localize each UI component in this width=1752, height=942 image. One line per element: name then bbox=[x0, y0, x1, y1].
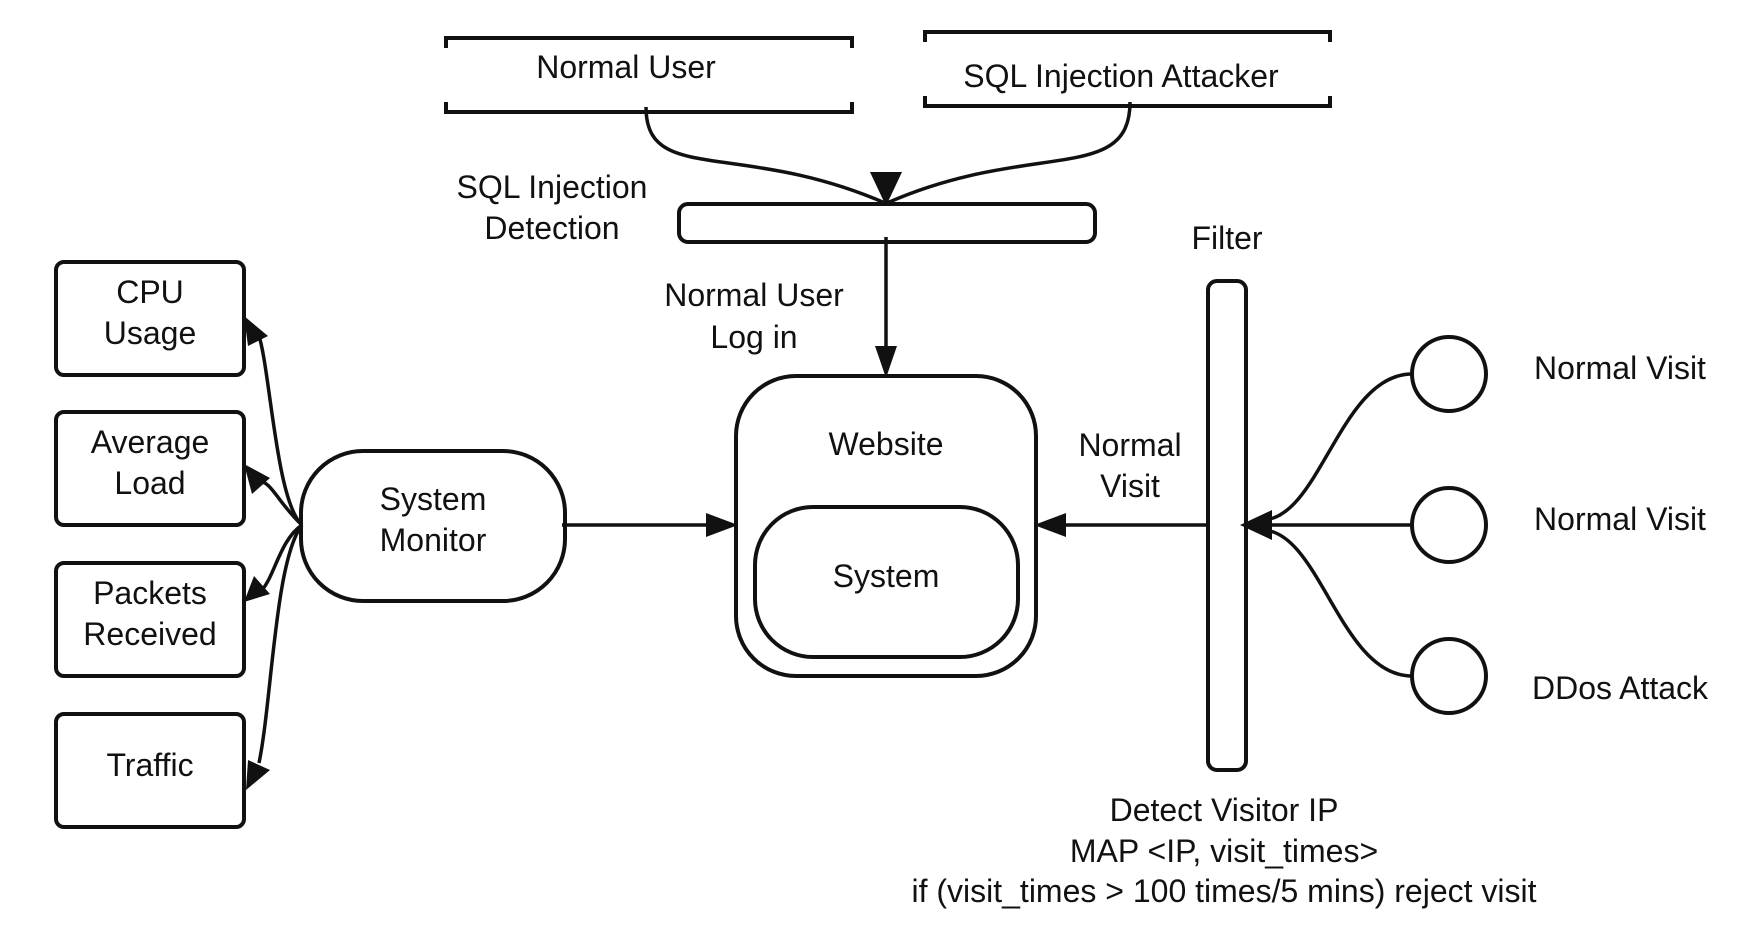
website-label: Website bbox=[828, 426, 943, 462]
traffic-label: Traffic bbox=[106, 747, 193, 783]
detection-arrowhead bbox=[870, 172, 902, 206]
packets-received-box bbox=[54, 561, 246, 678]
load-connector bbox=[259, 480, 304, 527]
login-label-2: Log in bbox=[710, 319, 797, 355]
normal-user-label: Normal User bbox=[536, 49, 716, 85]
system-label: System bbox=[833, 558, 940, 594]
average-load-label-2: Load bbox=[114, 465, 185, 501]
system-box bbox=[753, 505, 1020, 659]
traffic-connector bbox=[257, 523, 304, 764]
login-arrowhead bbox=[875, 346, 897, 378]
visitor-label-3: DDos Attack bbox=[1532, 670, 1709, 706]
normal-user-box bbox=[444, 36, 854, 114]
visitor-node-2 bbox=[1410, 486, 1488, 564]
traffic-arrowhead bbox=[246, 760, 270, 790]
visitor-node-3 bbox=[1410, 637, 1488, 715]
cpu-connector bbox=[255, 329, 304, 527]
cpu-usage-label-2: Usage bbox=[104, 315, 197, 351]
monitor-arrowhead bbox=[706, 513, 738, 537]
packets-arrowhead bbox=[244, 576, 270, 602]
normal-visit-arrowhead bbox=[1034, 513, 1066, 537]
visitor-3-connector bbox=[1261, 528, 1413, 678]
packets-received-label-2: Received bbox=[83, 616, 216, 652]
filter-note-1: Detect Visitor IP bbox=[1110, 792, 1339, 828]
packets-received-label: Packets bbox=[93, 575, 207, 611]
sql-attacker-box bbox=[923, 30, 1332, 108]
visitor-node-1 bbox=[1410, 335, 1488, 413]
system-monitor-label: System bbox=[380, 481, 487, 517]
cpu-usage-label: CPU bbox=[116, 274, 184, 310]
load-arrowhead bbox=[244, 464, 270, 494]
normal-user-connector bbox=[644, 106, 886, 205]
filter-note-3: if (visit_times > 100 times/5 mins) reje… bbox=[911, 873, 1536, 909]
average-load-label: Average bbox=[91, 424, 210, 460]
visitor-label-2: Normal Visit bbox=[1534, 501, 1706, 537]
system-monitor-label-2: Monitor bbox=[380, 522, 487, 558]
filter-bar bbox=[1206, 279, 1248, 772]
visitor-1-connector bbox=[1261, 372, 1413, 522]
filter-arrowhead bbox=[1240, 510, 1272, 540]
normal-visit-label: Normal bbox=[1078, 427, 1181, 463]
attacker-connector bbox=[886, 101, 1132, 205]
sql-detection-label: SQL Injection bbox=[457, 169, 648, 205]
sql-detection-bar bbox=[677, 202, 1097, 244]
normal-visit-label-2: Visit bbox=[1100, 468, 1160, 504]
packets-connector bbox=[260, 523, 304, 592]
traffic-box bbox=[54, 712, 246, 829]
cpu-usage-box bbox=[54, 260, 246, 377]
website-box bbox=[734, 374, 1038, 678]
average-load-box bbox=[54, 410, 246, 527]
cpu-arrowhead bbox=[244, 316, 268, 346]
sql-attacker-label: SQL Injection Attacker bbox=[963, 58, 1279, 94]
filter-note-2: MAP <IP, visit_times> bbox=[1070, 833, 1378, 869]
filter-label: Filter bbox=[1191, 220, 1262, 256]
sql-detection-label-2: Detection bbox=[484, 210, 619, 246]
visitor-label-1: Normal Visit bbox=[1534, 350, 1706, 386]
login-label: Normal User bbox=[664, 277, 844, 313]
